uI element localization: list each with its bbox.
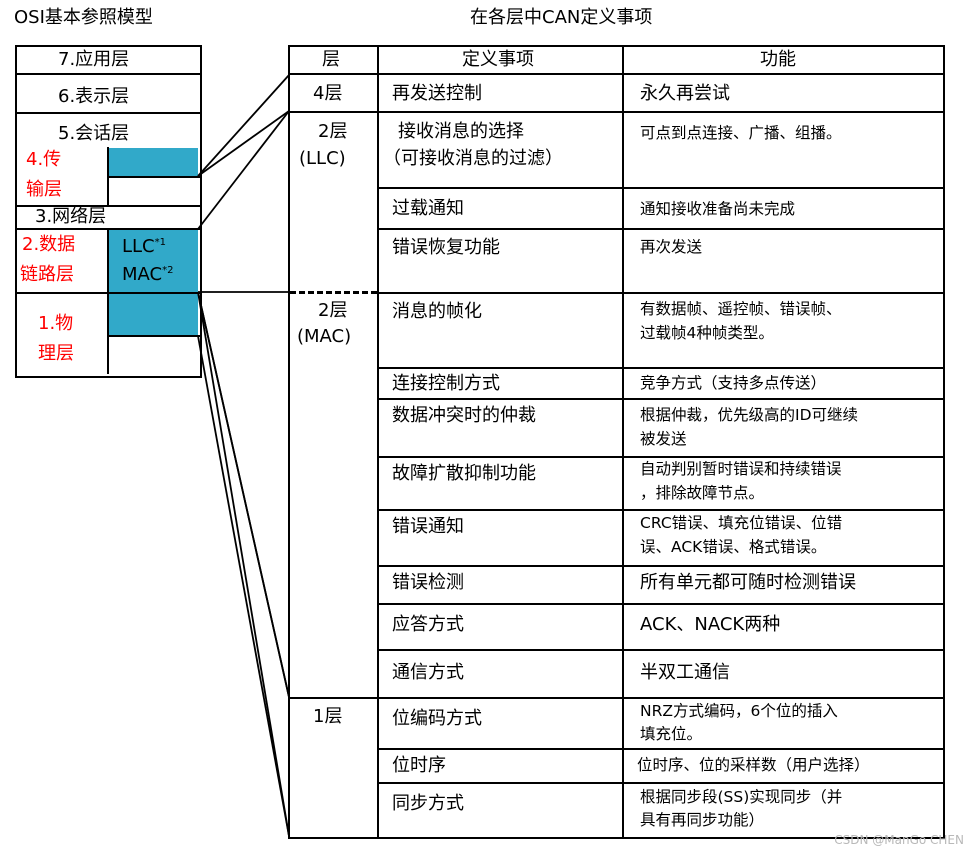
- func-framing-line2: 过载帧4种帧类型。: [640, 324, 774, 342]
- osi-layer-1-line2: 理层: [38, 343, 74, 364]
- item-connection-control: 连接控制方式: [392, 373, 500, 394]
- header-layer: 层: [322, 49, 340, 70]
- func-message-selection: 可点到点连接、广播、组播。: [640, 124, 842, 142]
- func-arbitration-line2: 被发送: [640, 430, 687, 448]
- func-framing-line1: 有数据帧、遥控帧、错误帧、: [640, 300, 842, 318]
- osi-layer-4-line1: 4.传: [26, 149, 62, 170]
- layer-2-mac-line1: 2层: [318, 300, 348, 321]
- osi-layer-1-line1: 1.物: [38, 313, 74, 334]
- func-fault-confinement-line1: 自动判别暂时错误和持续错误: [640, 460, 842, 478]
- can-table: [288, 45, 945, 839]
- func-fault-confinement-line2: ，排除故障节点。: [640, 484, 765, 502]
- item-bit-encoding: 位编码方式: [392, 708, 482, 729]
- physical-highlight: [108, 292, 198, 336]
- func-bit-timing: 位时序、位的采样数（用户选择）: [637, 756, 870, 774]
- item-resend-control: 再发送控制: [392, 83, 482, 104]
- item-error-notification: 错误通知: [392, 516, 464, 537]
- func-overload-notice: 通知接收准备尚未完成: [640, 200, 796, 218]
- llc-label: LLC*1: [122, 236, 166, 257]
- item-message-selection: 接收消息的选择: [398, 121, 524, 142]
- func-connection-control: 竞争方式（支持多点传送）: [640, 374, 827, 392]
- layer-2-llc-line2: (LLC): [299, 148, 346, 169]
- func-resend-control: 永久再尝试: [640, 83, 730, 104]
- osi-layer-2-line1: 2.数据: [22, 234, 76, 255]
- item-error-detection: 错误检测: [392, 572, 464, 593]
- func-arbitration-line1: 根据仲裁，优先级高的ID可继续: [640, 406, 859, 424]
- watermark: CSDN @ManGo CHEN: [834, 833, 964, 847]
- func-error-recovery: 再次发送: [640, 238, 703, 256]
- func-communication-method: 半双工通信: [640, 662, 730, 683]
- osi-layer-7: 7.应用层: [58, 49, 130, 70]
- func-synchronization-line2: 具有再同步功能）: [640, 811, 765, 829]
- header-function: 功能: [760, 49, 796, 70]
- item-ack-method: 应答方式: [392, 614, 464, 635]
- item-error-recovery: 错误恢复功能: [392, 237, 500, 258]
- osi-layer-2-line2: 链路层: [20, 264, 74, 285]
- osi-title: OSI基本参照模型: [14, 7, 153, 28]
- item-message-filter: （可接收消息的过滤）: [383, 148, 563, 169]
- datalink-highlight: [108, 230, 198, 292]
- func-error-notification-line1: CRC错误、填充位错误、位错: [640, 514, 843, 532]
- layer-1: 1层: [313, 706, 343, 727]
- item-synchronization: 同步方式: [392, 793, 464, 814]
- osi-layer-5: 5.会话层: [58, 123, 130, 144]
- osi-layer-4-line2: 输层: [26, 179, 62, 200]
- item-arbitration: 数据冲突时的仲裁: [392, 405, 536, 426]
- layer-2-mac-line2: (MAC): [297, 326, 352, 347]
- func-error-detection: 所有单元都可随时检测错误: [640, 572, 856, 593]
- func-bit-encoding-line2: 填充位。: [640, 725, 703, 743]
- item-bit-timing: 位时序: [392, 755, 446, 776]
- func-synchronization-line1: 根据同步段(SS)实现同步（并: [640, 788, 843, 806]
- func-ack-method: ACK、NACK两种: [640, 614, 781, 635]
- item-fault-confinement: 故障扩散抑制功能: [392, 463, 536, 484]
- item-overload-notice: 过载通知: [392, 198, 464, 219]
- func-error-notification-line2: 误、ACK错误、格式错误。: [640, 538, 827, 556]
- layer-2-llc-line1: 2层: [318, 121, 348, 142]
- mac-label: MAC*2: [122, 264, 174, 285]
- can-table-title: 在各层中CAN定义事项: [470, 7, 653, 28]
- transport-highlight: [108, 148, 198, 176]
- layer-4: 4层: [313, 83, 343, 104]
- item-framing: 消息的帧化: [392, 301, 482, 322]
- osi-layer-3: 3.网络层: [35, 206, 107, 227]
- osi-box: [15, 45, 202, 378]
- header-item: 定义事项: [462, 49, 534, 70]
- item-communication-method: 通信方式: [392, 662, 464, 683]
- osi-layer-6: 6.表示层: [58, 86, 130, 107]
- func-bit-encoding-line1: NRZ方式编码，6个位的插入: [640, 702, 838, 720]
